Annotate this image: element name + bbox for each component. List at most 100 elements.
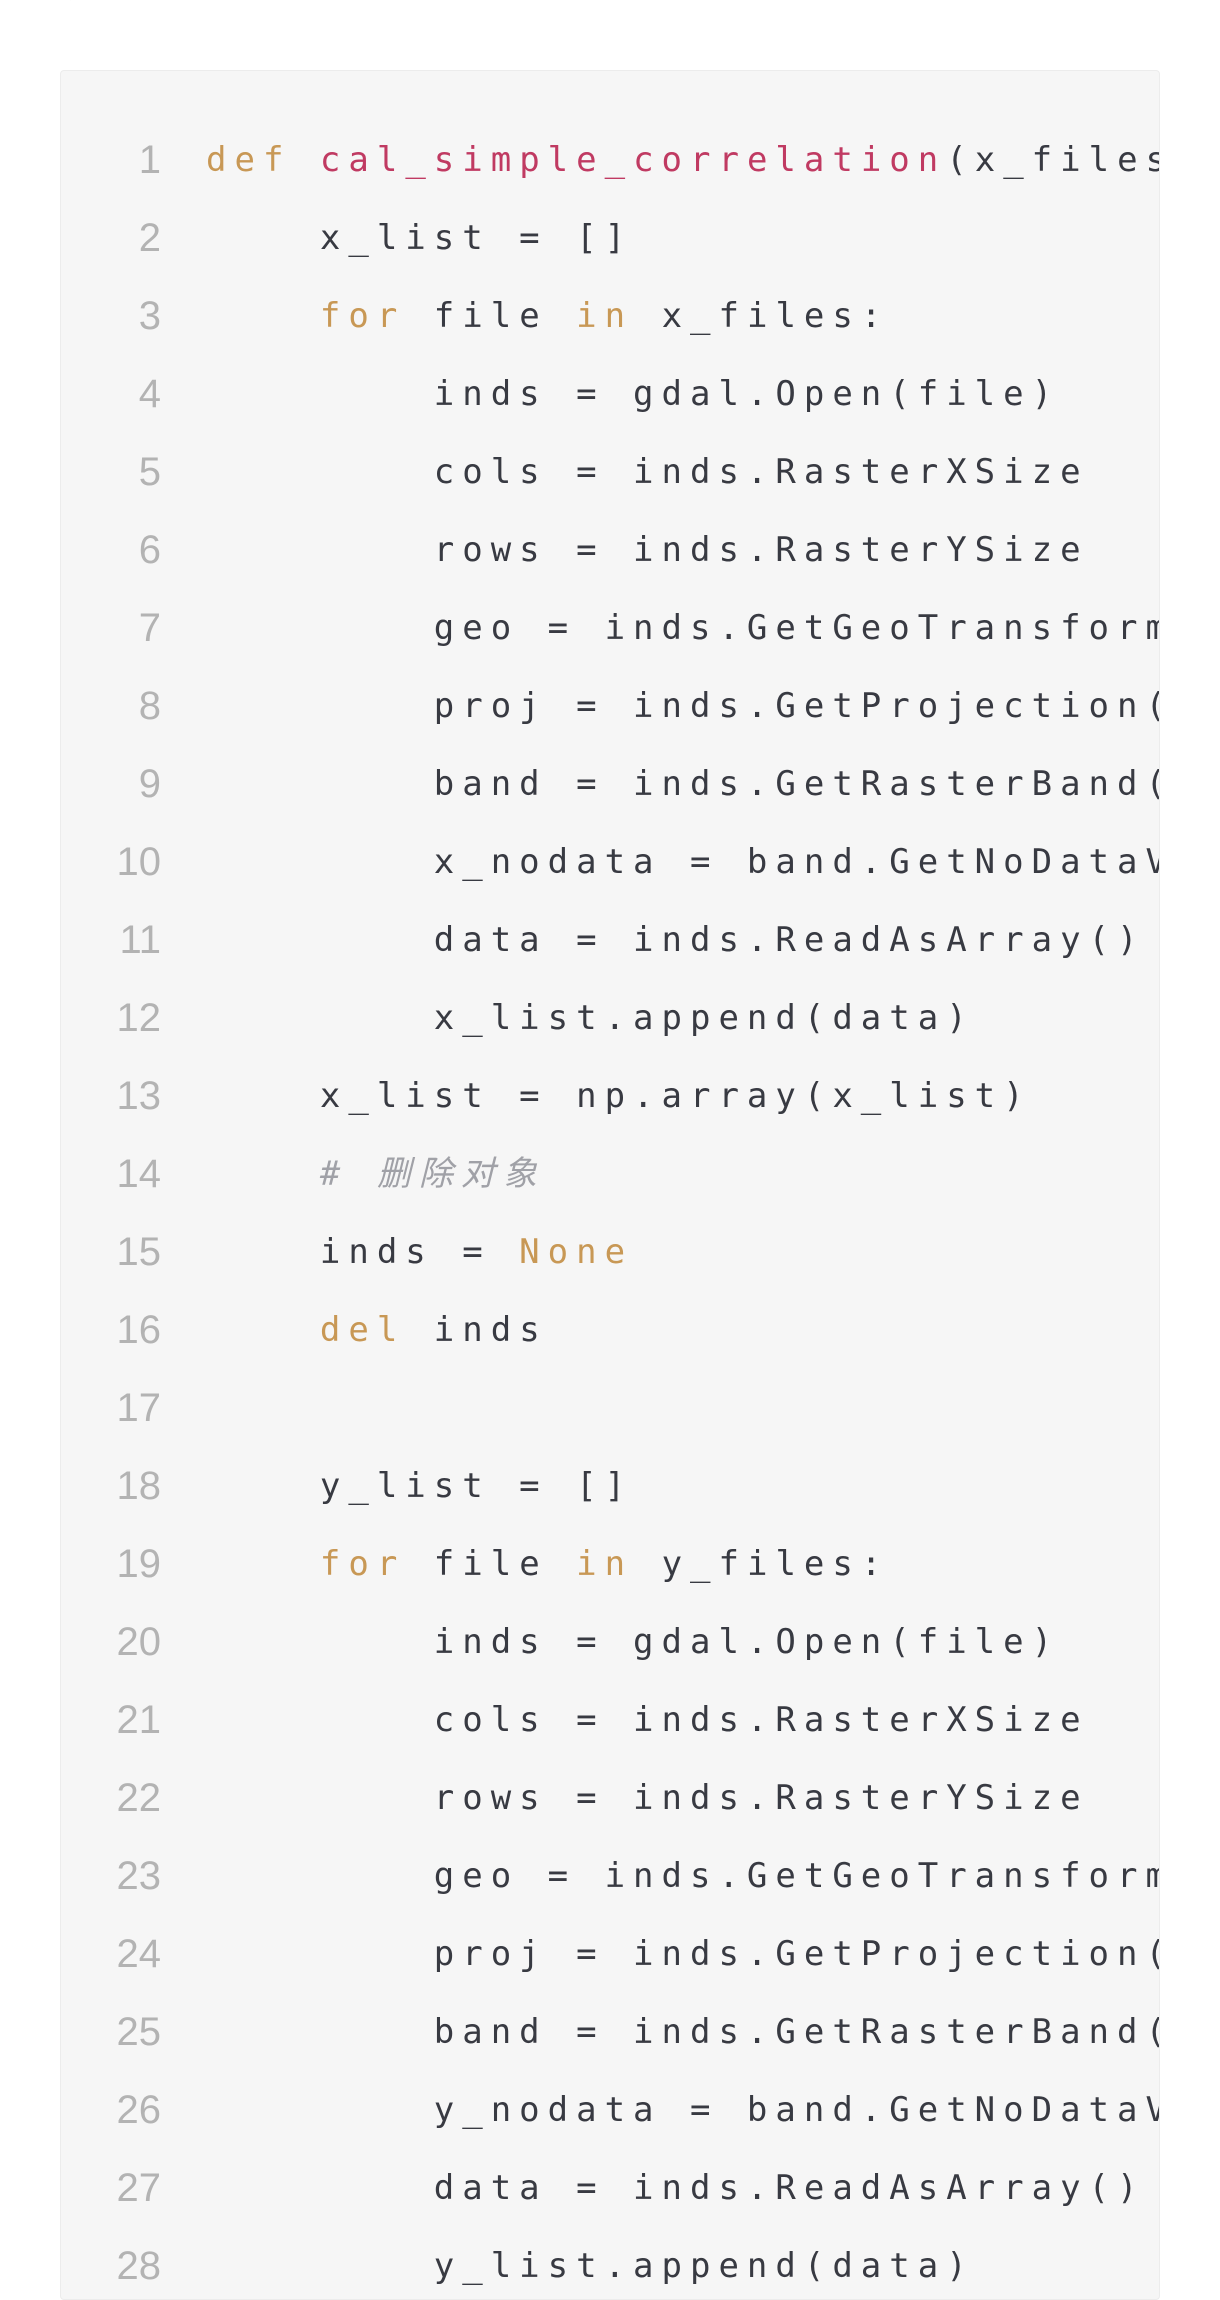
code-text: cols = inds.RasterXSize <box>206 1681 1089 1759</box>
code-line: 25 band = inds.GetRasterBand(1 <box>61 1993 1160 2071</box>
token: rows = inds.RasterYSize <box>206 1778 1089 1818</box>
line-number: 17 <box>116 1386 162 1430</box>
token: file <box>405 296 577 336</box>
token <box>291 140 319 180</box>
code-line: 28 y_list.append(data) <box>61 2227 1159 2299</box>
token <box>206 1310 320 1350</box>
code-text: del inds <box>206 1291 548 1369</box>
token: y_nodata = band.GetNoDataVal <box>206 2090 1160 2130</box>
line-number: 10 <box>116 840 162 884</box>
code-line: 18 y_list = [] <box>61 1447 1159 1525</box>
token-kw: def <box>206 140 292 180</box>
code-line: 2 x_list = [] <box>61 199 1159 277</box>
line-number: 15 <box>116 1230 162 1274</box>
code-text: geo = inds.GetGeoTransform( <box>206 1837 1159 1915</box>
code-text: rows = inds.RasterYSize <box>206 1759 1089 1837</box>
line-number: 28 <box>116 2244 162 2288</box>
line-number: 12 <box>116 996 162 1040</box>
token: cols = inds.RasterXSize <box>206 452 1089 492</box>
token: proj = inds.GetProjection() <box>206 686 1160 726</box>
token: band = inds.GetRasterBand( <box>206 764 1160 804</box>
code-text: inds = None <box>206 1213 633 1291</box>
line-number: 8 <box>138 684 161 728</box>
top-partial-glyph-icon: ‹ <box>62 0 84 7</box>
code-line: 17 <box>61 1369 1159 1447</box>
code-line: 3 for file in x_files: <box>61 277 1159 355</box>
code-text: cols = inds.RasterXSize <box>206 433 1089 511</box>
code-text: y_list = [] <box>206 1447 633 1525</box>
token-kw: in <box>576 1544 634 1584</box>
token: inds = gdal.Open(file) <box>206 374 1061 414</box>
code-text: data = inds.ReadAsArray() <box>206 2149 1146 2227</box>
code-line: 8 proj = inds.GetProjection() <box>61 667 1159 745</box>
code-line: 12 x_list.append(data) <box>61 979 1159 1057</box>
line-number: 14 <box>116 1152 162 1196</box>
token: (x_files, <box>946 140 1159 180</box>
token-fn: cal_simple_correlation <box>319 140 947 180</box>
code-text: for file in y_files: <box>206 1525 889 1603</box>
token <box>206 1544 320 1584</box>
line-number: 27 <box>116 2166 162 2210</box>
line-number: 2 <box>138 216 161 260</box>
token: x_list = np.array(x_list) <box>206 1076 1032 1116</box>
code-line: 27 data = inds.ReadAsArray() <box>61 2149 1159 2227</box>
code-text: band = inds.GetRasterBand(1 <box>206 1993 1160 2071</box>
line-number: 7 <box>138 606 161 650</box>
code-line: 26 y_nodata = band.GetNoDataVal <box>61 2071 1160 2149</box>
code-line: 19 for file in y_files: <box>61 1525 1159 1603</box>
line-number: 22 <box>116 1776 162 1820</box>
line-number: 25 <box>116 2010 162 2054</box>
token: y_list.append(data) <box>206 2246 975 2286</box>
line-number: 13 <box>116 1074 162 1118</box>
token: x_list = [] <box>206 218 634 258</box>
code-text: data = inds.ReadAsArray() <box>206 901 1146 979</box>
token-kw: in <box>576 296 634 336</box>
code-line: 14 # 删除对象 <box>61 1135 1159 1213</box>
code-text: proj = inds.GetProjection() <box>206 1915 1159 1993</box>
line-number: 4 <box>138 372 161 416</box>
code-text: # 删除对象 <box>206 1135 545 1213</box>
code-text: x_list = [] <box>206 199 633 277</box>
token: y_files: <box>633 1544 890 1584</box>
token: data = inds.ReadAsArray() <box>206 920 1146 960</box>
token-kw: for <box>319 296 406 336</box>
code-text: proj = inds.GetProjection() <box>206 667 1160 745</box>
line-number: 3 <box>138 294 161 338</box>
token: data = inds.ReadAsArray() <box>206 2168 1146 2208</box>
token: file <box>405 1544 577 1584</box>
code-text: geo = inds.GetGeoTransform( <box>206 589 1159 667</box>
code-line: 10 x_nodata = band.GetNoDataVal <box>61 823 1160 901</box>
code-text: y_nodata = band.GetNoDataVal <box>206 2071 1160 2149</box>
token-kw: for <box>319 1544 406 1584</box>
code-line: 15 inds = None <box>61 1213 1159 1291</box>
line-number: 21 <box>116 1698 162 1742</box>
line-number: 16 <box>116 1308 162 1352</box>
token: x_nodata = band.GetNoDataVal <box>206 842 1160 882</box>
token: rows = inds.RasterYSize <box>206 530 1089 570</box>
token-kw: None <box>519 1232 634 1272</box>
line-number: 5 <box>138 450 161 494</box>
code-text: inds = gdal.Open(file) <box>206 355 1060 433</box>
code-line: 21 cols = inds.RasterXSize <box>61 1681 1159 1759</box>
code-text: rows = inds.RasterYSize <box>206 511 1089 589</box>
line-number: 23 <box>116 1854 162 1898</box>
code-text: inds = gdal.Open(file) <box>206 1603 1060 1681</box>
line-number: 11 <box>119 918 161 962</box>
line-number: 18 <box>116 1464 162 1508</box>
token: inds = gdal.Open(file) <box>206 1622 1061 1662</box>
code-line: 11 data = inds.ReadAsArray() <box>61 901 1159 979</box>
token: band = inds.GetRasterBand( <box>206 2012 1160 2052</box>
code-line: 23 geo = inds.GetGeoTransform( <box>61 1837 1160 1915</box>
line-number: 6 <box>138 528 161 572</box>
token: cols = inds.RasterXSize <box>206 1700 1089 1740</box>
code-text: band = inds.GetRasterBand(1 <box>206 745 1160 823</box>
code-text: def cal_simple_correlation(x_files, <box>206 121 1159 199</box>
code-line: 20 inds = gdal.Open(file) <box>61 1603 1159 1681</box>
code-text: x_list.append(data) <box>206 979 975 1057</box>
code-line: 9 band = inds.GetRasterBand(1 <box>61 745 1159 823</box>
code-text: for file in x_files: <box>206 277 889 355</box>
code-text: x_nodata = band.GetNoDataVal <box>206 823 1160 901</box>
line-number: 20 <box>116 1620 162 1664</box>
